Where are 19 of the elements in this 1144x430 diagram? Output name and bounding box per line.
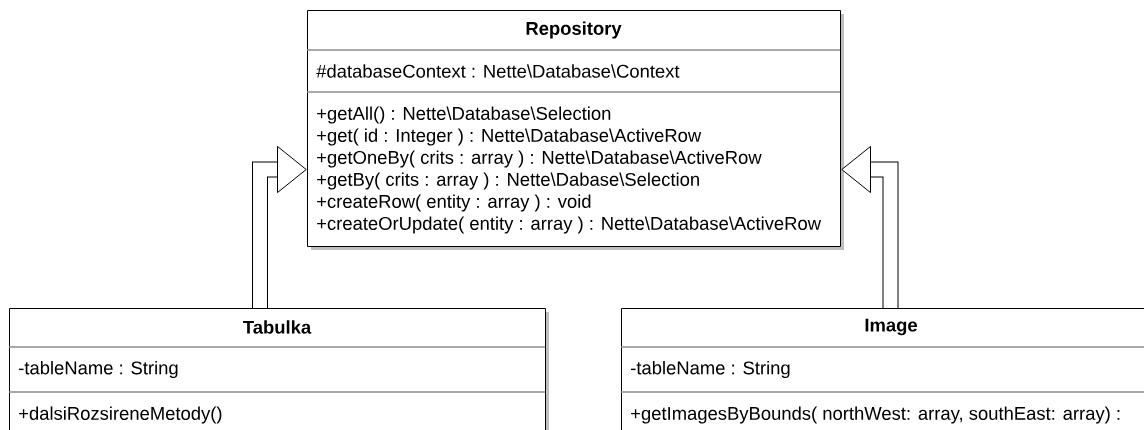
attribute-text: -tableName : String: [631, 360, 790, 379]
class-box: [620, 308, 1144, 430]
attribute-text: #databaseContext : Nette\Database\Context: [316, 64, 680, 78]
class-name: Image: [865, 318, 917, 336]
class-box: [8, 308, 549, 430]
class-box: [306, 10, 844, 250]
method-text: +getOneBy( crits : array ) : Nette\Database\ActiveRow: [317, 150, 762, 168]
inheritance-arrow: [841, 145, 899, 308]
class-name: Repository: [526, 21, 622, 39]
method-text: +getImagesByBounds( northWest: array, southEast: array) :: [631, 406, 1120, 424]
method-text: +getBy( crits : array ) : Nette\Dabase\Selection: [317, 172, 699, 190]
method-text: +getAll() : Nette\Database\Selection: [317, 106, 611, 124]
inheritance-arrow: [252, 145, 307, 308]
method-text: +dalsiRozsireneMetody(): [19, 406, 222, 424]
method-text: +get( id : Integer ) : Nette\Database\ActiveRow: [317, 128, 702, 146]
attribute-text: -tableName : String: [19, 360, 178, 379]
method-text: +createRow( entity : array ) : void: [317, 194, 591, 212]
method-text: +createOrUpdate( entity : array ) : Nette\Database\ActiveRow: [317, 216, 822, 234]
class-name: Tabulka: [243, 320, 312, 334]
